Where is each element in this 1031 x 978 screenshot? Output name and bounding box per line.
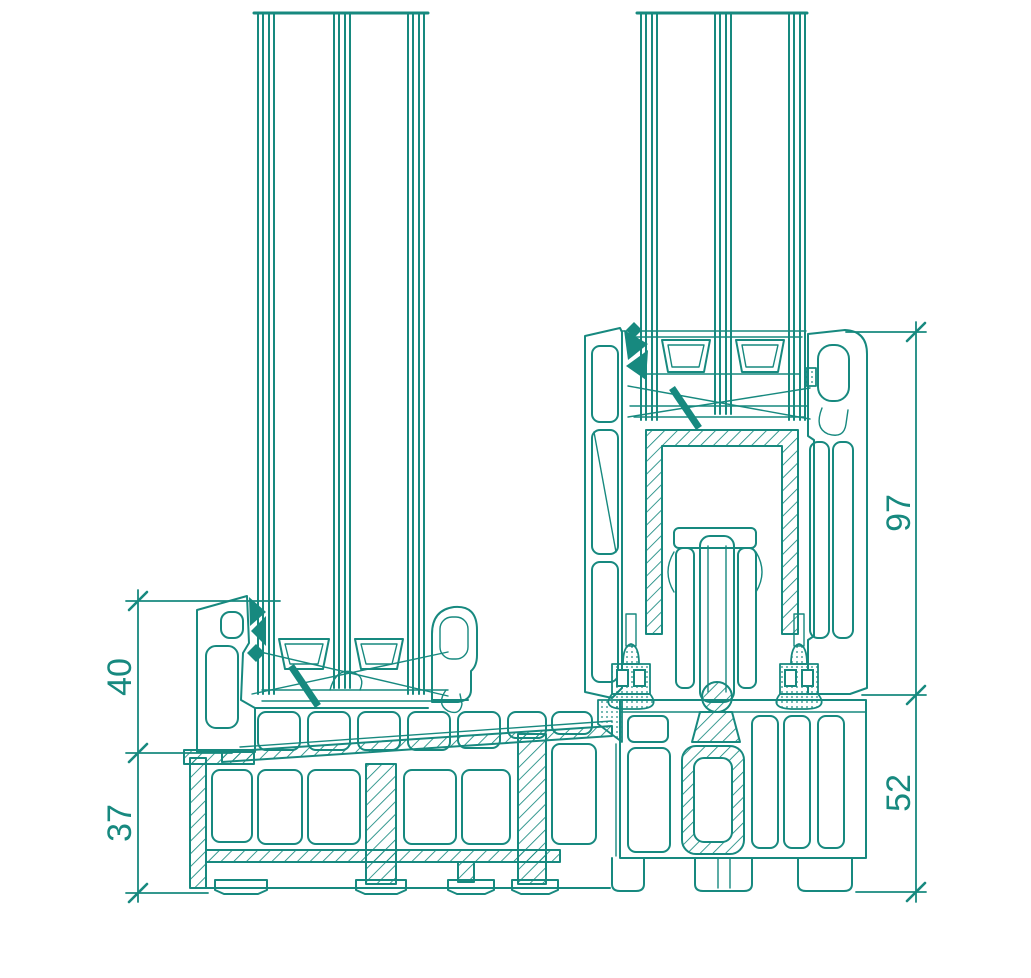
- threshold-left-section: [183, 733, 617, 895]
- threshold-right-section: [611, 699, 867, 892]
- sliding-sash-profile: [584, 322, 868, 713]
- junction-seal-wedge: [597, 699, 623, 743]
- bottom-gasket-right: [775, 613, 823, 710]
- sash-glazing-unit: [627, 11, 811, 430]
- glazing-spacer-bars-left: [278, 638, 404, 670]
- frame-gasket-left: [247, 597, 266, 662]
- glazing-packer-left: [251, 649, 449, 708]
- fixed-frame-profile: [196, 595, 593, 753]
- dimension-label-37: 37: [101, 804, 139, 842]
- fixed-glazing-unit: [251, 11, 449, 708]
- track-rail-anchor: [691, 711, 741, 743]
- dimension-label-52: 52: [880, 774, 918, 812]
- dimension-label-97: 97: [880, 494, 918, 532]
- roller-wheel-axle: [701, 681, 733, 713]
- threshold-profile: [183, 699, 867, 895]
- roller-assembly: [667, 527, 763, 713]
- glazing-packer-right: [627, 373, 811, 430]
- dimension-lines-left: 40 37: [101, 589, 281, 904]
- glazing-bead-fixed: [431, 605, 478, 714]
- dimension-label-40: 40: [101, 658, 139, 696]
- dimension-lines-right: 97 52: [845, 321, 927, 903]
- steel-reinforcement-channel: [645, 429, 799, 635]
- glazing-spacer-bars-right: [661, 339, 785, 373]
